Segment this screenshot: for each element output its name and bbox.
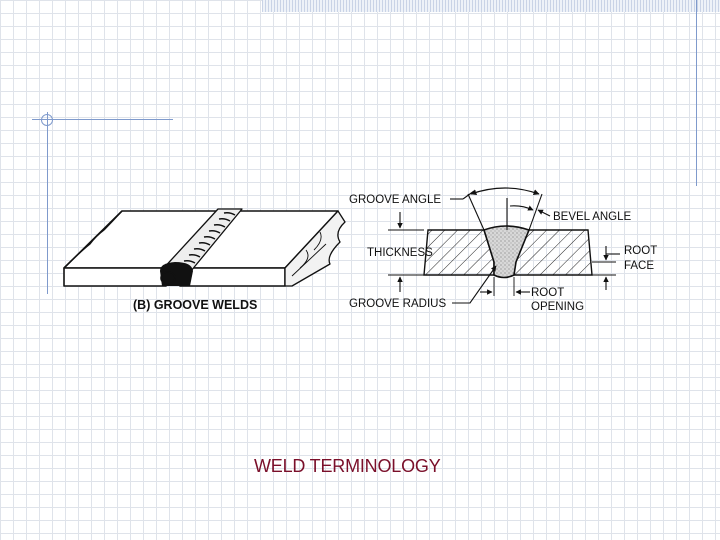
label-bevel-angle: BEVEL ANGLE [553,211,632,223]
left-vertical-accent-line [47,112,48,294]
base-plate-left-section [423,229,495,276]
groove-angle-arc [470,187,540,196]
right-vertical-accent-line [696,0,697,186]
left-horizontal-accent-line [32,119,173,120]
label-groove-angle: GROOVE ANGLE [349,194,441,206]
label-root-face-line2: FACE [624,260,654,272]
groove-radius-leader [452,265,497,304]
slide-title: WELD TERMINOLOGY [254,456,441,476]
weld-metal-section [483,225,531,279]
bevel-angle-arc [509,205,534,211]
label-thickness: THICKNESS [367,247,433,259]
figure-caption: (B) GROOVE WELDS [133,298,257,312]
weld-bead [160,208,243,286]
groove-weld-plates-illustration [63,208,346,287]
accent-circle-ornament [41,114,53,126]
bevel-line-left [467,193,485,231]
groove-cross-section [423,187,593,279]
label-root-opening-line2: OPENING [531,301,584,313]
label-groove-radius: GROOVE RADIUS [349,298,446,310]
label-root-opening-line1: ROOT [531,287,564,299]
label-root-face-line1: ROOT [624,245,657,257]
bevel-line-right [528,193,543,231]
top-pattern-band [262,0,720,12]
groove-angle-leader-tip [462,190,475,200]
plate-right [179,210,346,287]
bevel-angle-leader [537,209,551,217]
